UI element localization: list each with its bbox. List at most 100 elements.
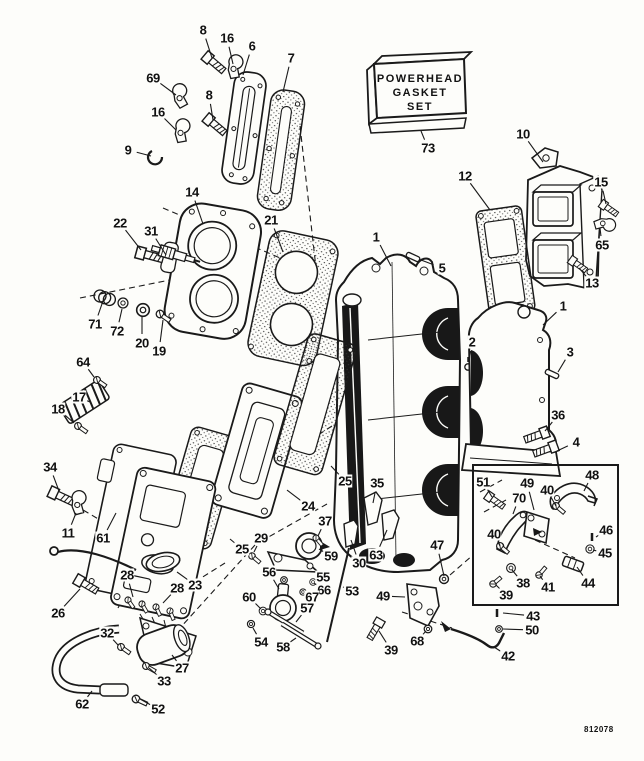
- part-callout-25: 25: [337, 473, 353, 489]
- screw-18: [72, 420, 90, 436]
- spacer-44: [561, 555, 585, 573]
- part-callout-34: 34: [42, 459, 58, 475]
- part-callout-70: 70: [511, 490, 527, 506]
- screw-32: [115, 641, 133, 657]
- part-callout-4: 4: [571, 434, 581, 450]
- part-callout-43: 43: [525, 608, 541, 624]
- bracket-30: [343, 519, 359, 548]
- part-callout-2: 2: [467, 334, 477, 350]
- cam-plate-49-inset: [523, 510, 550, 545]
- ground-wire-26: [49, 546, 137, 571]
- part-callout-54: 54: [253, 634, 269, 650]
- part-callout-71: 71: [87, 316, 103, 332]
- throttle-link-53: [326, 547, 350, 643]
- cylinder-head-14: [160, 202, 262, 340]
- part-callout-19: 19: [151, 343, 167, 359]
- exhaust-outer-gasket-7: [256, 89, 306, 211]
- part-callout-58: 58: [275, 639, 291, 655]
- washer-45: [585, 544, 595, 554]
- washer-38: [506, 563, 516, 573]
- part-callout-21: 21: [263, 212, 279, 228]
- intake-gasket-12: [475, 205, 536, 317]
- part-callout-12: 12: [457, 168, 473, 184]
- mount-bracket-49-lower: [406, 583, 440, 628]
- bolt-8b: [201, 112, 229, 138]
- part-callout-16: 16: [219, 30, 235, 46]
- part-callout-23: 23: [187, 577, 203, 593]
- gasket-set-title-line3: SET: [407, 101, 433, 113]
- part-callout-17: 17: [71, 389, 87, 405]
- part-callout-6: 6: [247, 38, 257, 54]
- carb-flange-23: [145, 551, 181, 573]
- part-callout-1: 1: [371, 229, 381, 245]
- part-callout-41: 41: [540, 579, 556, 595]
- part-callout-46: 46: [598, 522, 614, 538]
- part-callout-63: 63: [368, 547, 384, 563]
- part-callout-26: 26: [50, 605, 66, 621]
- bypass-gasket-25-right: [273, 333, 357, 476]
- fuel-hose-62: [51, 624, 129, 697]
- part-callout-3: 3: [565, 344, 575, 360]
- bolt-51: [483, 490, 508, 512]
- part-callout-9: 9: [123, 142, 133, 158]
- part-callout-24: 24: [300, 498, 316, 514]
- part-callout-55: 55: [315, 569, 331, 585]
- part-callout-29: 29: [253, 530, 269, 546]
- part-callout-38: 38: [515, 575, 531, 591]
- intake-manifold-10: [525, 147, 603, 289]
- lever-55: [266, 550, 321, 573]
- part-callout-56: 56: [261, 564, 277, 580]
- part-callout-13: 13: [584, 275, 600, 291]
- part-callout-66: 66: [316, 582, 332, 598]
- part-callout-62: 62: [74, 696, 90, 712]
- bolt-8a: [200, 50, 228, 76]
- part-callout-16: 16: [150, 104, 166, 120]
- retainer-ring-9: [146, 150, 164, 166]
- part-callout-37: 37: [317, 513, 333, 529]
- clamp-11: [69, 489, 88, 517]
- inset-detail-box: [472, 464, 619, 606]
- crankcase-1: [460, 301, 562, 477]
- part-callout-64: 64: [75, 354, 91, 370]
- part-callout-51: 51: [475, 474, 491, 490]
- part-callout-40: 40: [539, 482, 555, 498]
- fuel-filter-27: [136, 624, 191, 666]
- gasket-set-title-line1: POWERHEAD: [376, 73, 464, 85]
- part-callout-59: 59: [323, 548, 339, 564]
- part-callout-36: 36: [550, 407, 566, 423]
- part-callout-10: 10: [515, 126, 531, 142]
- part-callout-40: 40: [486, 526, 502, 542]
- part-callout-8: 8: [204, 87, 214, 103]
- part-callout-35: 35: [369, 475, 385, 491]
- washer-50: [495, 625, 503, 633]
- part-callout-67: 67: [304, 589, 320, 605]
- bracket-35: [363, 491, 383, 526]
- part-callout-50: 50: [524, 622, 540, 638]
- part-callout-39: 39: [383, 642, 399, 658]
- part-callout-44: 44: [580, 575, 596, 591]
- part-callout-14: 14: [184, 184, 200, 200]
- part-callout-57: 57: [299, 600, 315, 616]
- head-gasket-21: [247, 230, 339, 367]
- nut-54: [246, 619, 256, 629]
- part-callout-52: 52: [150, 701, 166, 717]
- throttle-rod-42: [441, 621, 506, 649]
- part-callout-69: 69: [145, 70, 161, 86]
- bolt-39-lower: [364, 616, 386, 643]
- part-callout-8: 8: [198, 22, 208, 38]
- part-callout-7: 7: [286, 50, 296, 66]
- part-callout-49: 49: [375, 588, 391, 604]
- part-callout-32: 32: [99, 625, 115, 641]
- gasket-set-box: [366, 50, 474, 134]
- part-callout-31: 31: [143, 223, 159, 239]
- part-callout-1: 1: [558, 298, 568, 314]
- clamp-69: [171, 82, 190, 110]
- part-callout-20: 20: [134, 335, 150, 351]
- leader-lines: [52, 38, 607, 706]
- part-callout-25: 25: [234, 541, 250, 557]
- part-callout-48: 48: [584, 467, 600, 483]
- part-callout-11: 11: [60, 525, 76, 541]
- part-callout-65: 65: [594, 237, 610, 253]
